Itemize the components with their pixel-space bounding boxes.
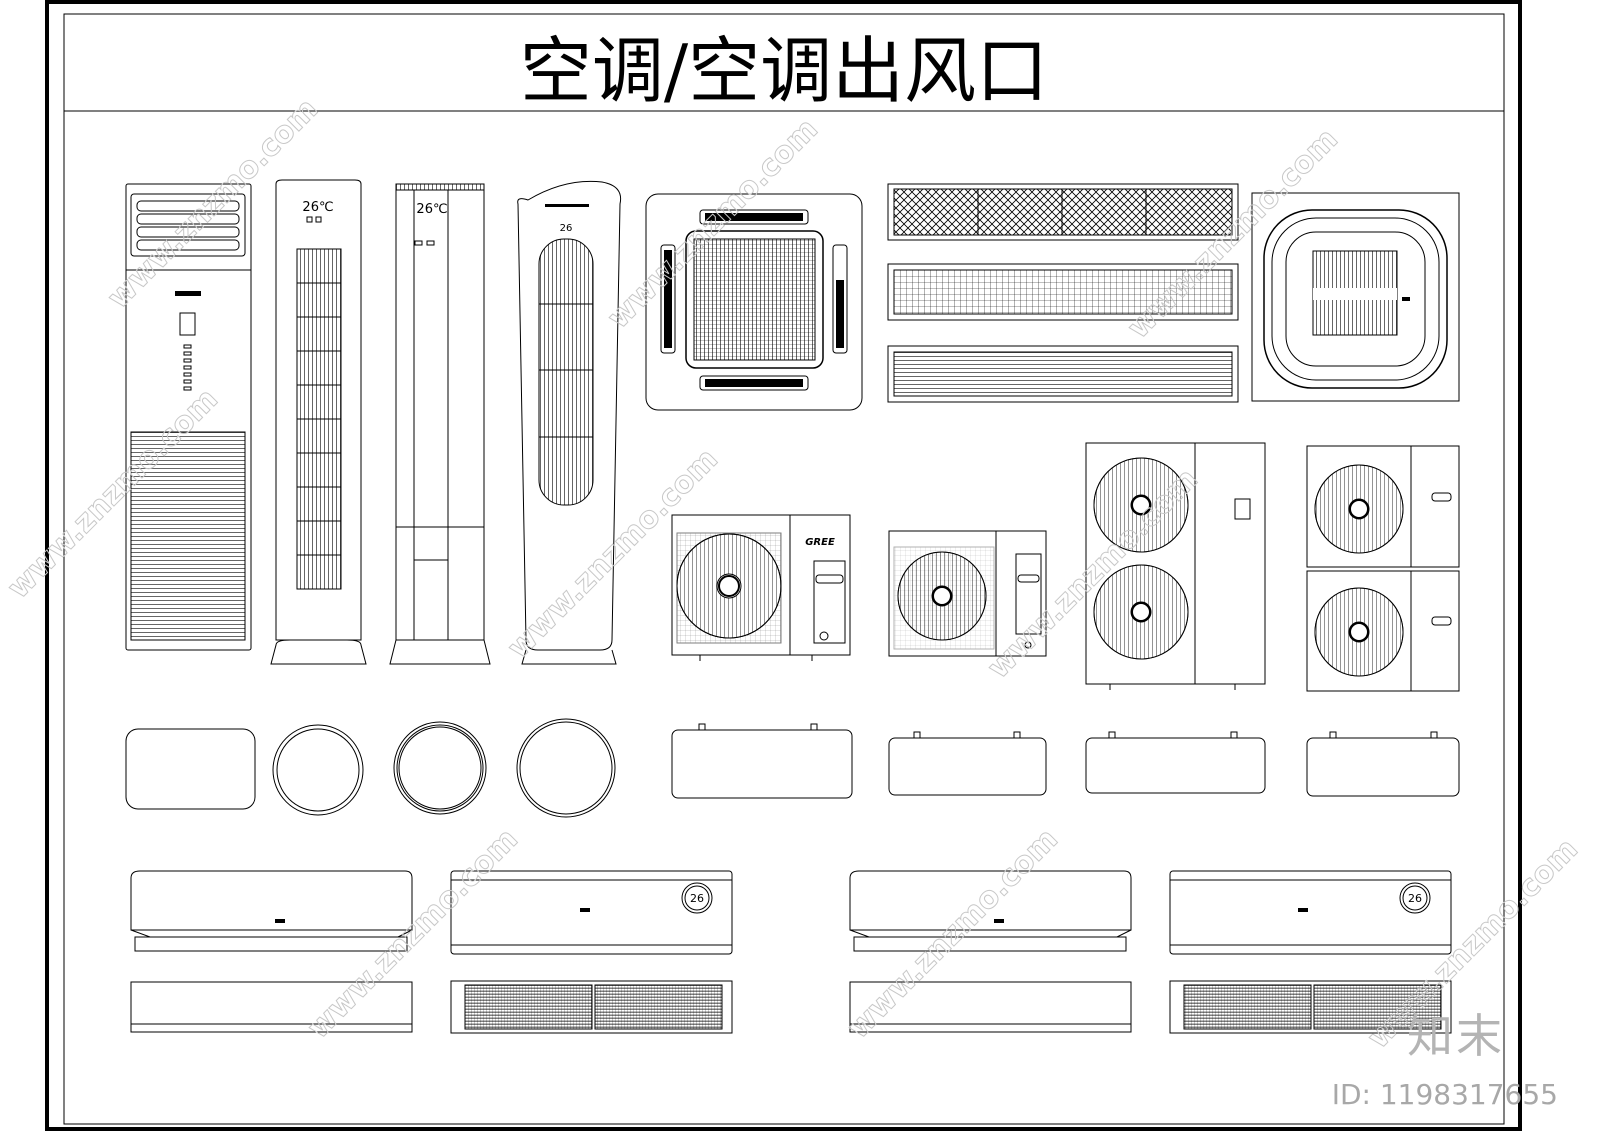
linear-grille-slots (887, 345, 1239, 403)
top-view-row (125, 718, 1460, 818)
floor-temp-display: 26℃ (302, 200, 333, 215)
outdoor-unit-2 (888, 530, 1047, 657)
wall-split-unit-2: 26 (450, 870, 733, 1034)
outdoor-unit-4-stacked (1306, 445, 1460, 692)
floor-ac-unit-3: 26℃ (389, 183, 491, 665)
wall-temp-display: 26 (690, 892, 704, 905)
floor-ac-unit-2: 26℃ (270, 179, 367, 665)
wall-temp-display-2: 26 (1408, 892, 1422, 905)
wall-split-unit-4: 26 (1169, 870, 1452, 1034)
outdoor-brand-logo: GREE (805, 537, 835, 548)
floor-ac-unit-4-round: 26 (517, 180, 622, 665)
wall-split-unit-3 (849, 870, 1132, 1033)
watermark-text: www.znzmo.com (981, 462, 1205, 686)
wall-split-unit-1 (130, 870, 413, 1033)
outdoor-unit-1: GREE (671, 514, 851, 661)
floor-ac-unit-1 (125, 183, 252, 651)
id-label: ID: 1198317655 (1331, 1078, 1558, 1111)
outdoor-unit-3-dual-fan (1085, 442, 1266, 690)
ceiling-cassette-1 (645, 193, 863, 411)
linear-grille-mesh (887, 183, 1239, 241)
ceiling-cassette-2 (1251, 192, 1460, 402)
watermark-text: www.znzmo.com (841, 822, 1065, 1046)
drawing-frame (45, 0, 1522, 1131)
watermark-text: www.znzmo.com (101, 92, 325, 316)
round-temp-display: 26 (560, 223, 573, 234)
brand-watermark: 知末 (1407, 1009, 1505, 1063)
floor-temp-display-2: 26℃ (416, 202, 447, 217)
sheet-title: 空调/空调出风口 (520, 29, 1048, 113)
linear-grille-grid (887, 263, 1239, 321)
